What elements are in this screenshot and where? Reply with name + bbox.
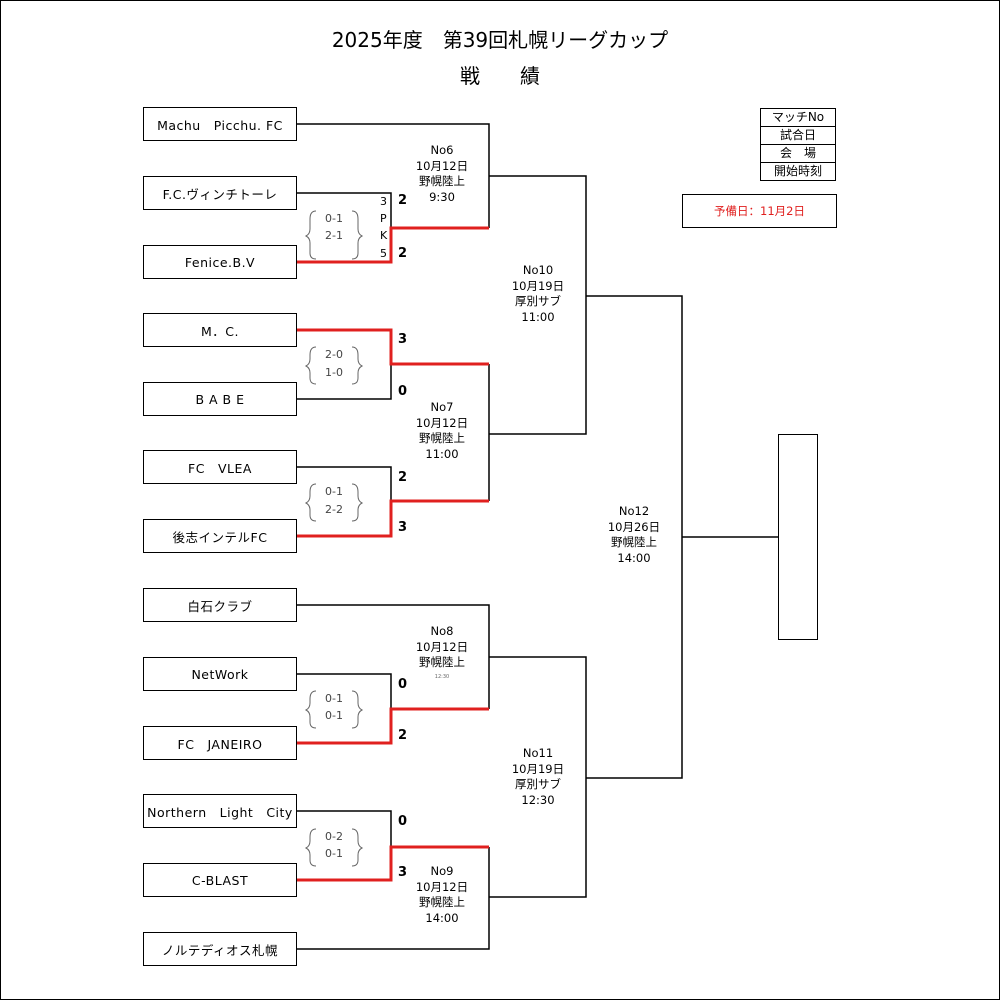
team-box: C-BLAST [143,863,297,897]
page-title: 2025年度 第39回札幌リーグカップ [331,28,669,52]
reserve-day-box: 予備日：11月2日 [682,194,837,228]
team-box: Machu Picchu. FC [143,107,297,141]
legend-row: 試合日 [761,127,835,145]
line-no10-upper [489,175,587,435]
brace-m8-left [304,690,317,729]
team-box: 後志インテルFC [143,519,297,553]
pk-label: P [380,212,387,225]
team-box: B A B E [143,382,297,416]
pk-label: 3 [380,195,387,208]
brace-m6-left [304,210,317,260]
legend-row: 開始時刻 [773,164,822,178]
halftime-m9-1: 0-2 [325,830,343,843]
line-network [297,673,392,709]
halftime-m6-2: 2-1 [325,229,343,242]
win-line-fenice [297,226,489,264]
line-shiroishi [297,604,490,709]
legend-row: 会 場 [761,145,835,163]
win-line-mc [297,328,489,366]
brace-m9-left [304,828,317,867]
score-m7b-top: 2 [398,470,408,485]
brace-m6-right [351,210,364,260]
team-box: NetWork [143,657,297,691]
halftime-m7a-2: 1-0 [325,366,343,379]
team-box: 白石クラブ [143,588,297,622]
legend-row: マッチNo [761,109,835,127]
line-norte [297,847,490,950]
line-no11 [489,656,587,898]
score-m7a-bottom: 0 [398,384,408,399]
team-box: M．C. [143,313,297,347]
line-northern [297,810,392,847]
halftime-m8-2: 0-1 [325,709,343,722]
score-m6-top: 2 [398,193,408,208]
line-vinci [297,192,392,228]
team-box: FC VLEA [143,450,297,484]
score-m7b-bottom: 3 [398,520,408,535]
brace-m7a-right [351,346,364,385]
brace-m9-right [351,828,364,867]
brace-m7b-right [351,483,364,522]
win-line-shiribeshi [297,499,489,538]
halftime-m7a-1: 2-0 [325,348,343,361]
pk-label: K [380,229,388,242]
brace-m8-right [351,690,364,729]
halftime-m9-2: 0-1 [325,847,343,860]
win-line-janeiro [297,707,489,745]
score-m9-bottom: 3 [398,865,408,880]
team-box: ノルテディオス札幌 [143,932,297,966]
line-machu [297,123,490,228]
line-babe [297,364,392,400]
halftime-m8-1: 0-1 [325,692,343,705]
page-subtitle: 戦 績 [460,64,540,88]
halftime-m6-1: 0-1 [325,212,343,225]
legend-box: マッチNo 試合日 会 場 開始時刻 [760,108,836,181]
score-m7a-top: 3 [398,332,408,347]
team-box: Northern Light City [143,794,297,828]
brace-m7b-left [304,483,317,522]
halftime-m7b-1: 0-1 [325,485,343,498]
score-m6-bottom: 2 [398,246,408,261]
win-line-cblast [297,845,489,882]
team-box: FC JANEIRO [143,726,297,760]
line-vlea [297,466,392,501]
pk-label: 5 [380,247,387,260]
score-m9-top: 0 [398,814,408,829]
team-box: F.C.ヴィンチトーレ [143,176,297,210]
team-box: Fenice.B.V [143,245,297,279]
score-m8-bottom: 2 [398,728,408,743]
halftime-m7b-2: 2-2 [325,503,343,516]
brace-m7a-left [304,346,317,385]
score-m8-top: 0 [398,677,408,692]
champion-box [778,434,818,640]
